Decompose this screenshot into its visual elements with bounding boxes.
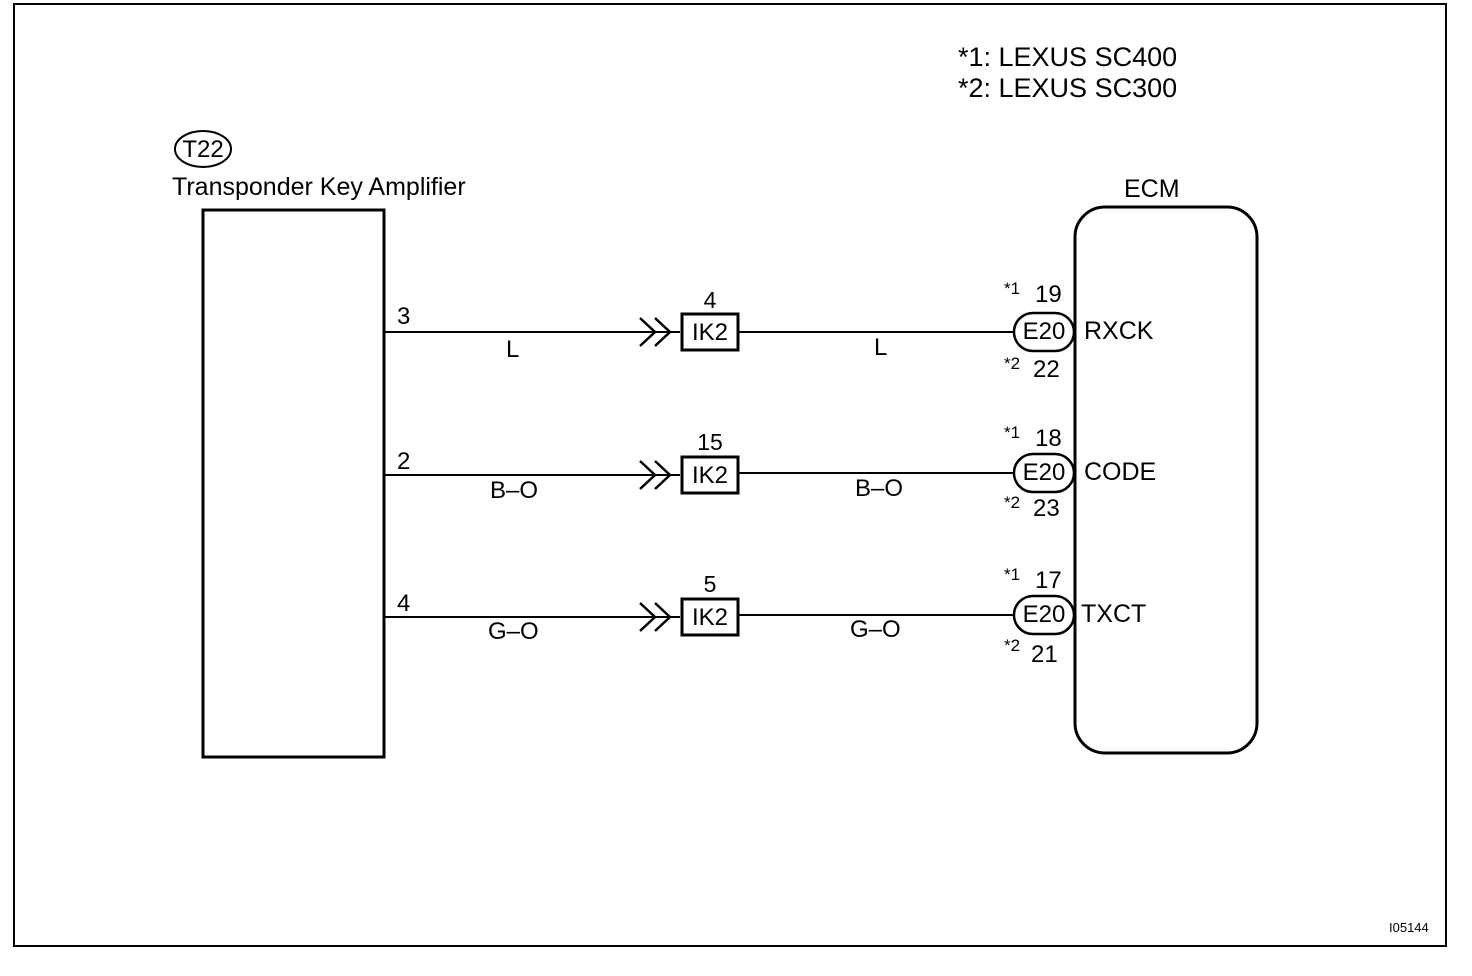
- wire-color-label: B–O: [490, 477, 539, 504]
- ecm-terminal-label: CODE: [1084, 458, 1157, 486]
- circuit-rxck: [384, 311, 1076, 353]
- circuit-txct: [384, 594, 1076, 637]
- t22-connector-circle: [174, 130, 232, 168]
- ecm-pin-sc300: 21: [1031, 641, 1058, 668]
- connector-arrow: [639, 317, 657, 347]
- connector-arrow: [654, 317, 672, 347]
- ik2-connector-label: IK2: [691, 462, 729, 489]
- sc300-mark: *2: [1004, 636, 1021, 655]
- ecm-pin-sc400: 18: [1035, 425, 1062, 452]
- e20-connector-label: E20: [1022, 318, 1066, 345]
- sc300-mark: *2: [1004, 493, 1021, 512]
- amplifier-title: Transponder Key Amplifier: [172, 173, 466, 201]
- ecm-box: [1073, 205, 1259, 755]
- e20-connector-label: E20: [1022, 601, 1066, 628]
- e20-connector-label: E20: [1022, 459, 1066, 486]
- ecm-pin-sc400: 17: [1035, 567, 1062, 594]
- junction-pin-number: 15: [697, 429, 723, 455]
- wire-color-label: L: [874, 334, 888, 361]
- amplifier-box: [201, 208, 386, 759]
- diagram-frame: [13, 3, 1447, 947]
- ecm-terminal-label: TXCT: [1081, 600, 1147, 628]
- circuit-code: [384, 452, 1076, 495]
- figure-id: I05144: [1389, 920, 1429, 935]
- t22-connector-label: T22: [182, 136, 224, 163]
- wire-color-label: L: [506, 336, 520, 363]
- e20-connector-oval: [1012, 452, 1076, 494]
- ik2-connector-label: IK2: [691, 319, 729, 346]
- e20-connector-oval: [1012, 594, 1076, 636]
- wire-color-label: G–O: [850, 616, 901, 643]
- amp-pin-number: 4: [397, 590, 411, 617]
- junction-pin-number: 4: [703, 287, 717, 313]
- connector-arrow: [639, 460, 657, 490]
- sc400-mark: *1: [1004, 279, 1021, 298]
- wire-color-label: B–O: [855, 475, 904, 502]
- connector-arrow: [639, 602, 657, 632]
- ecm-pin-sc300: 23: [1033, 495, 1060, 522]
- sc400-mark: *1: [1004, 565, 1021, 584]
- amp-pin-number: 3: [397, 303, 411, 330]
- sc300-mark: *2: [1004, 354, 1021, 373]
- connector-arrow: [654, 602, 672, 632]
- legend-note-1: *1: LEXUS SC400: [958, 42, 1178, 72]
- legend-note-2: *2: LEXUS SC300: [958, 73, 1178, 103]
- junction-pin-number: 5: [703, 571, 717, 597]
- ecm-pin-sc300: 22: [1033, 356, 1060, 383]
- ik2-connector-label: IK2: [691, 604, 729, 631]
- ecm-pin-sc400: 19: [1035, 281, 1062, 308]
- ik2-connector-box: [680, 597, 740, 637]
- ecm-title: ECM: [1124, 175, 1180, 203]
- ik2-connector-box: [680, 455, 740, 495]
- wire-color-label: G–O: [488, 618, 539, 645]
- connector-arrow: [654, 460, 672, 490]
- sc400-mark: *1: [1004, 423, 1021, 442]
- e20-connector-oval: [1012, 311, 1076, 353]
- amp-pin-number: 2: [397, 448, 411, 475]
- ecm-terminal-label: RXCK: [1084, 317, 1154, 345]
